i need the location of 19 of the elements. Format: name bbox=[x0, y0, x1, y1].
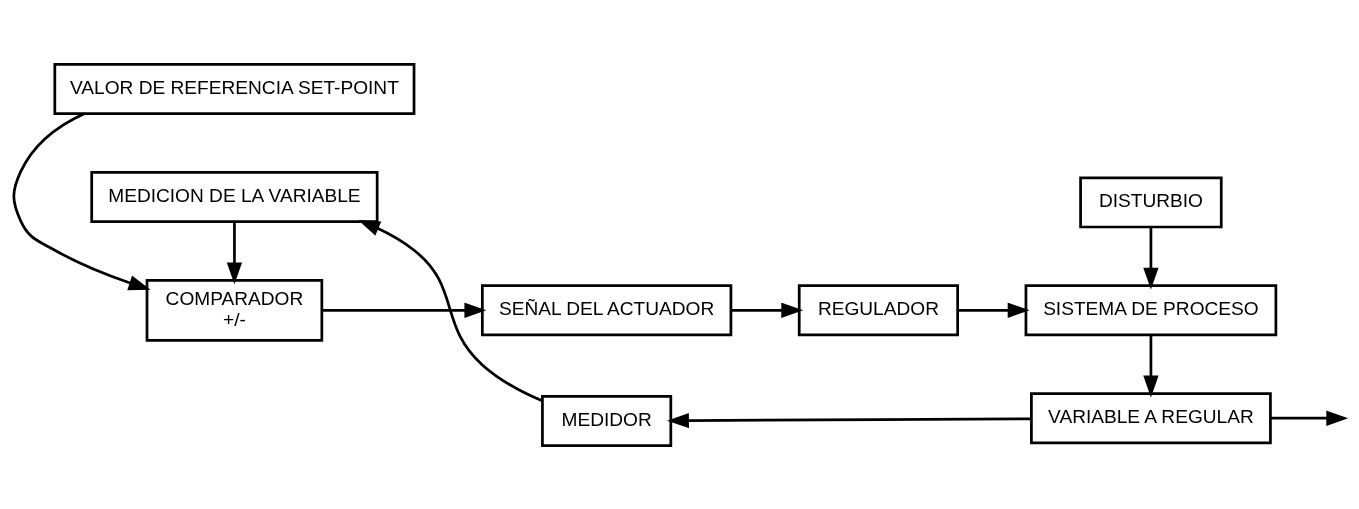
node-box: VALOR DE REFERENCIA SET-POINT bbox=[53, 62, 416, 115]
node-box: SEÑAL DEL ACTUADOR bbox=[480, 283, 733, 336]
node-box: MEDIDOR bbox=[541, 394, 673, 447]
node-box: COMPARADOR +/- bbox=[145, 278, 324, 342]
arrow bbox=[1143, 334, 1159, 397]
node-box: SISTEMA DE PROCESO bbox=[1024, 283, 1278, 336]
arrow bbox=[1270, 410, 1349, 426]
node-box: DISTURBIO bbox=[1079, 175, 1223, 228]
arrow bbox=[358, 219, 543, 402]
node-box: MEDICION DE LA VARIABLE bbox=[90, 170, 379, 223]
node-box: REGULADOR bbox=[797, 283, 959, 336]
arrow bbox=[731, 302, 804, 318]
node-box: VARIABLE A REGULAR bbox=[1030, 391, 1272, 444]
arrow bbox=[667, 412, 1032, 428]
arrow bbox=[1143, 226, 1159, 290]
arrow bbox=[321, 302, 487, 318]
arrow bbox=[12, 111, 151, 290]
arrow bbox=[226, 221, 243, 284]
arrow bbox=[957, 302, 1030, 318]
